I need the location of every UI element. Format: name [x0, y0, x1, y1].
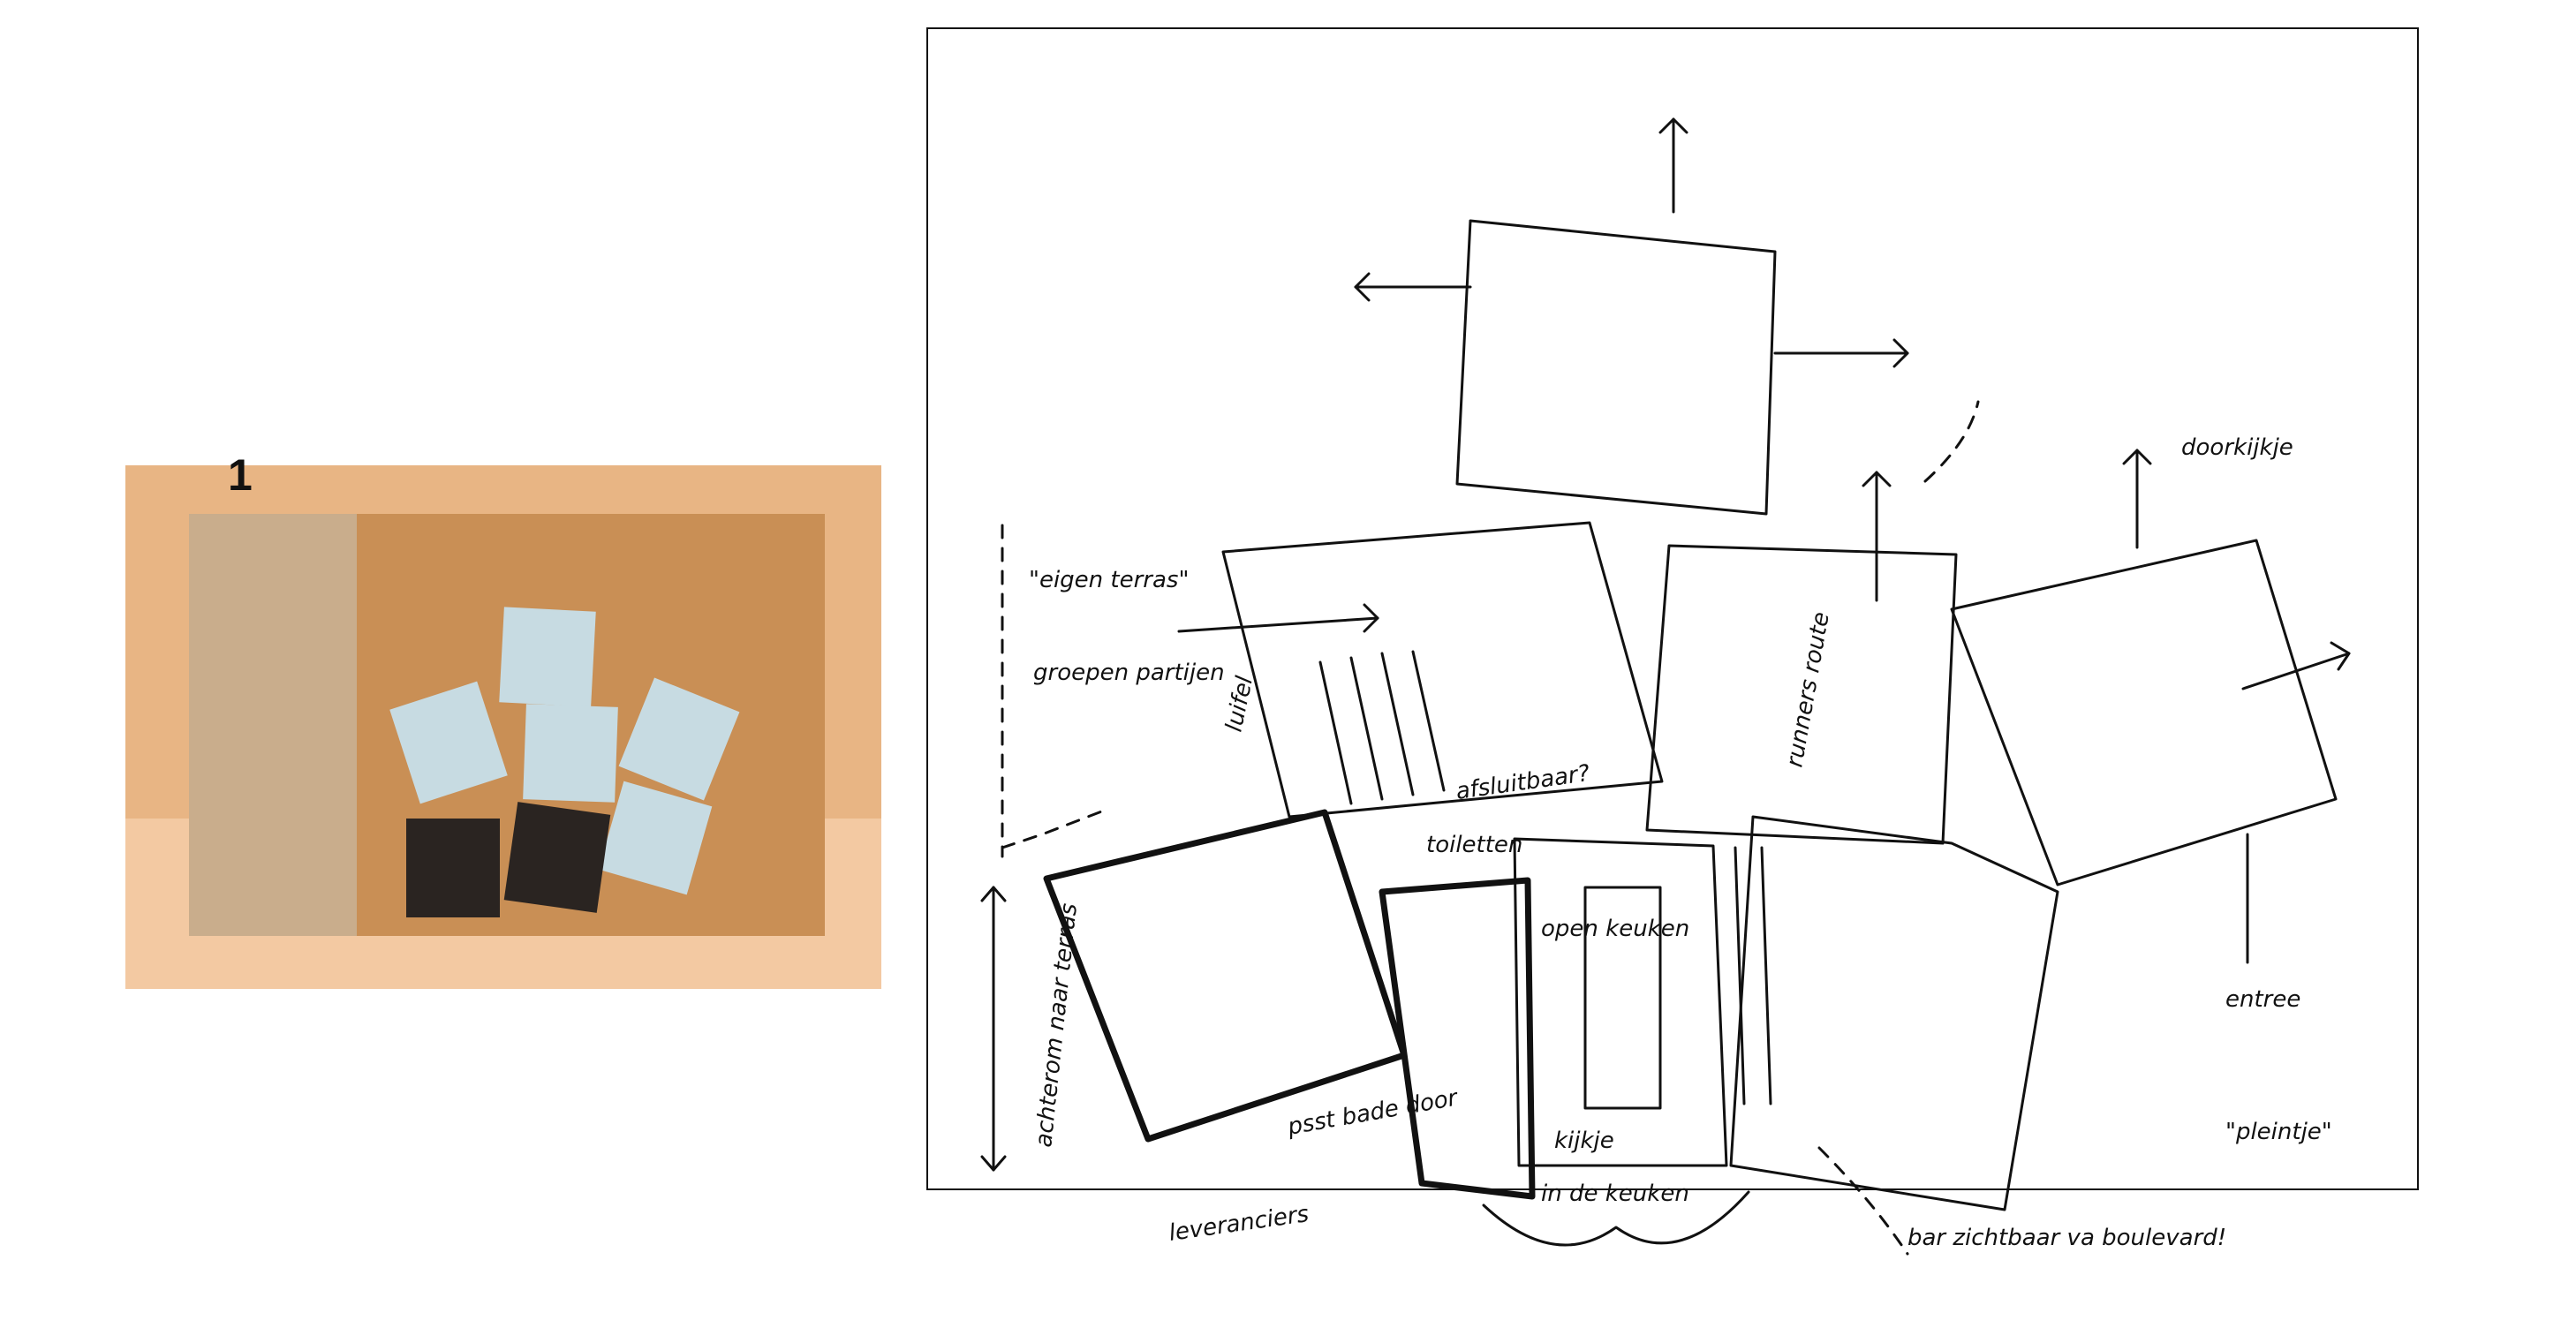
label-in-de-keuken: in de keuken	[1541, 1181, 1689, 1207]
label-entree: entree	[2225, 986, 2300, 1013]
label-psst: psst bade door	[1285, 1084, 1462, 1141]
arrow	[2241, 652, 2351, 690]
label-runners-route: runners route	[1781, 610, 1834, 769]
label-leveranciers: leveranciers	[1167, 1201, 1311, 1247]
label-afsluitbaar: afsluitbaar?	[1454, 760, 1591, 805]
light-square	[499, 607, 596, 707]
arrowhead	[1862, 471, 1892, 487]
bar-area	[1513, 837, 1728, 1167]
label-bar: bar zichtbaar va boulevard!	[1907, 1225, 2226, 1251]
light-square	[389, 681, 508, 804]
label-pleintje: "pleintje"	[2225, 1119, 2332, 1145]
light-square	[523, 704, 618, 803]
lower-right-room	[1729, 815, 2059, 1211]
arrow	[1177, 616, 1379, 633]
stair-line	[1734, 846, 1746, 1105]
terrace-dash	[1001, 809, 1106, 849]
paper-squares	[389, 607, 740, 917]
lower-left-room	[1043, 809, 1408, 1143]
arrowhead	[980, 886, 1007, 902]
grey-cardboard-board	[189, 514, 357, 936]
open-kitchen-counter	[1583, 886, 1662, 1110]
stair-line	[1349, 656, 1384, 801]
label-eigen-terras: "eigen terras"	[1029, 567, 1189, 593]
dashed-arrow	[1923, 400, 1980, 483]
arrowhead	[2330, 641, 2351, 671]
arrowhead	[980, 1155, 1007, 1172]
light-square	[598, 781, 713, 895]
arrowhead	[2122, 449, 2152, 465]
kitchen-room	[1379, 877, 1536, 1200]
model-photo-svg	[125, 465, 881, 989]
model-photo	[125, 465, 881, 989]
label-toiletten: toiletten	[1426, 832, 1522, 858]
label-groepen: groepen partijen	[1033, 660, 1225, 686]
arrowhead	[1354, 272, 1371, 302]
dashed-arrow	[1817, 1146, 1909, 1256]
photo-number: 1	[228, 450, 253, 500]
top-room	[1455, 219, 1777, 516]
stair-line	[1380, 652, 1415, 796]
label-open-keuken: open keuken	[1541, 916, 1689, 942]
label-doorkijkje: doorkijkje	[2181, 434, 2293, 461]
label-achterom: achterom naar terras	[1031, 902, 1083, 1149]
stair-line	[1318, 660, 1353, 805]
dark-square	[503, 802, 611, 913]
label-luifel: luifel	[1221, 674, 1259, 735]
dark-square	[406, 819, 500, 917]
left-upper-room	[1221, 521, 1664, 819]
kitchen-entry-arc	[1482, 1190, 1750, 1247]
arrowhead	[1658, 117, 1688, 134]
stair-line	[1411, 650, 1446, 792]
right-room	[1950, 539, 2338, 887]
light-square	[618, 677, 740, 801]
sketch-frame	[926, 27, 2419, 1190]
arrowhead	[1892, 338, 1909, 368]
arrowhead	[1363, 603, 1379, 633]
stair-line	[1760, 846, 1772, 1105]
label-kijkje: kijkje	[1554, 1128, 1614, 1154]
